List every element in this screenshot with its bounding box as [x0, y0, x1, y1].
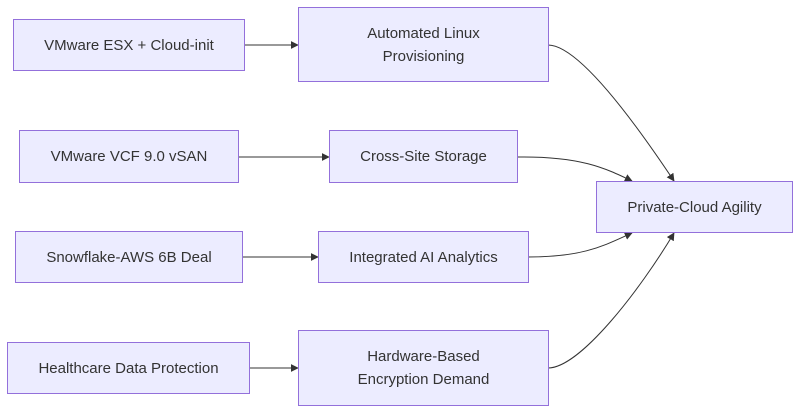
node-healthcare-label: Healthcare Data Protection: [38, 357, 218, 380]
node-private-cloud-line-1: Private-Cloud Agility: [627, 198, 762, 216]
node-vmware-vcf-line-1: VMware VCF 9.0 vSAN: [50, 148, 208, 165]
node-vmware-esx-line-1: VMware ESX + Cloud-init: [44, 36, 214, 54]
node-vmware-esx: VMware ESX + Cloud-init: [13, 19, 245, 71]
node-hardware-enc-line-1: Hardware-Based: [367, 348, 480, 365]
node-cross-site-line-1: Cross-Site Storage: [360, 148, 487, 165]
edge-cross-site-to-private-cloud: [516, 156, 633, 182]
edge-integrated-ai-to-private-cloud: [527, 232, 633, 258]
node-snowflake: Snowflake-AWS 6B Deal: [15, 231, 243, 283]
node-healthcare: Healthcare Data Protection: [7, 342, 250, 394]
node-automated-linux-line-1: Automated Linux: [367, 24, 480, 42]
node-vmware-vcf: VMware VCF 9.0 vSAN: [19, 130, 239, 183]
node-cross-site: Cross-Site Storage: [329, 130, 518, 183]
node-vmware-esx-label: VMware ESX + Cloud-init: [44, 34, 214, 57]
node-cross-site-label: Cross-Site Storage: [360, 145, 487, 168]
node-hardware-enc-line-2: Encryption Demand: [357, 371, 490, 388]
node-integrated-ai-line-1: Integrated AI Analytics: [349, 248, 498, 266]
edge-automated-linux-to-private-cloud: [547, 44, 675, 182]
node-private-cloud: Private-Cloud Agility: [596, 181, 793, 233]
node-private-cloud-label: Private-Cloud Agility: [627, 196, 761, 219]
node-vmware-vcf-label: VMware VCF 9.0 vSAN: [51, 145, 208, 168]
node-hardware-enc-label: Hardware-Based Encryption Demand: [358, 345, 490, 391]
node-automated-linux-label: Automated Linux Provisioning: [367, 22, 480, 68]
node-hardware-enc: Hardware-Based Encryption Demand: [298, 330, 549, 406]
node-snowflake-label: Snowflake-AWS 6B Deal: [46, 246, 211, 269]
node-automated-linux-line-2: Provisioning: [382, 47, 465, 65]
node-integrated-ai-label: Integrated AI Analytics: [349, 246, 497, 269]
node-integrated-ai: Integrated AI Analytics: [318, 231, 529, 283]
node-snowflake-line-1: Snowflake-AWS 6B Deal: [46, 248, 212, 266]
node-automated-linux: Automated Linux Provisioning: [298, 7, 549, 82]
node-healthcare-line-1: Healthcare Data Protection: [38, 359, 219, 377]
edge-hardware-enc-to-private-cloud: [547, 232, 675, 369]
